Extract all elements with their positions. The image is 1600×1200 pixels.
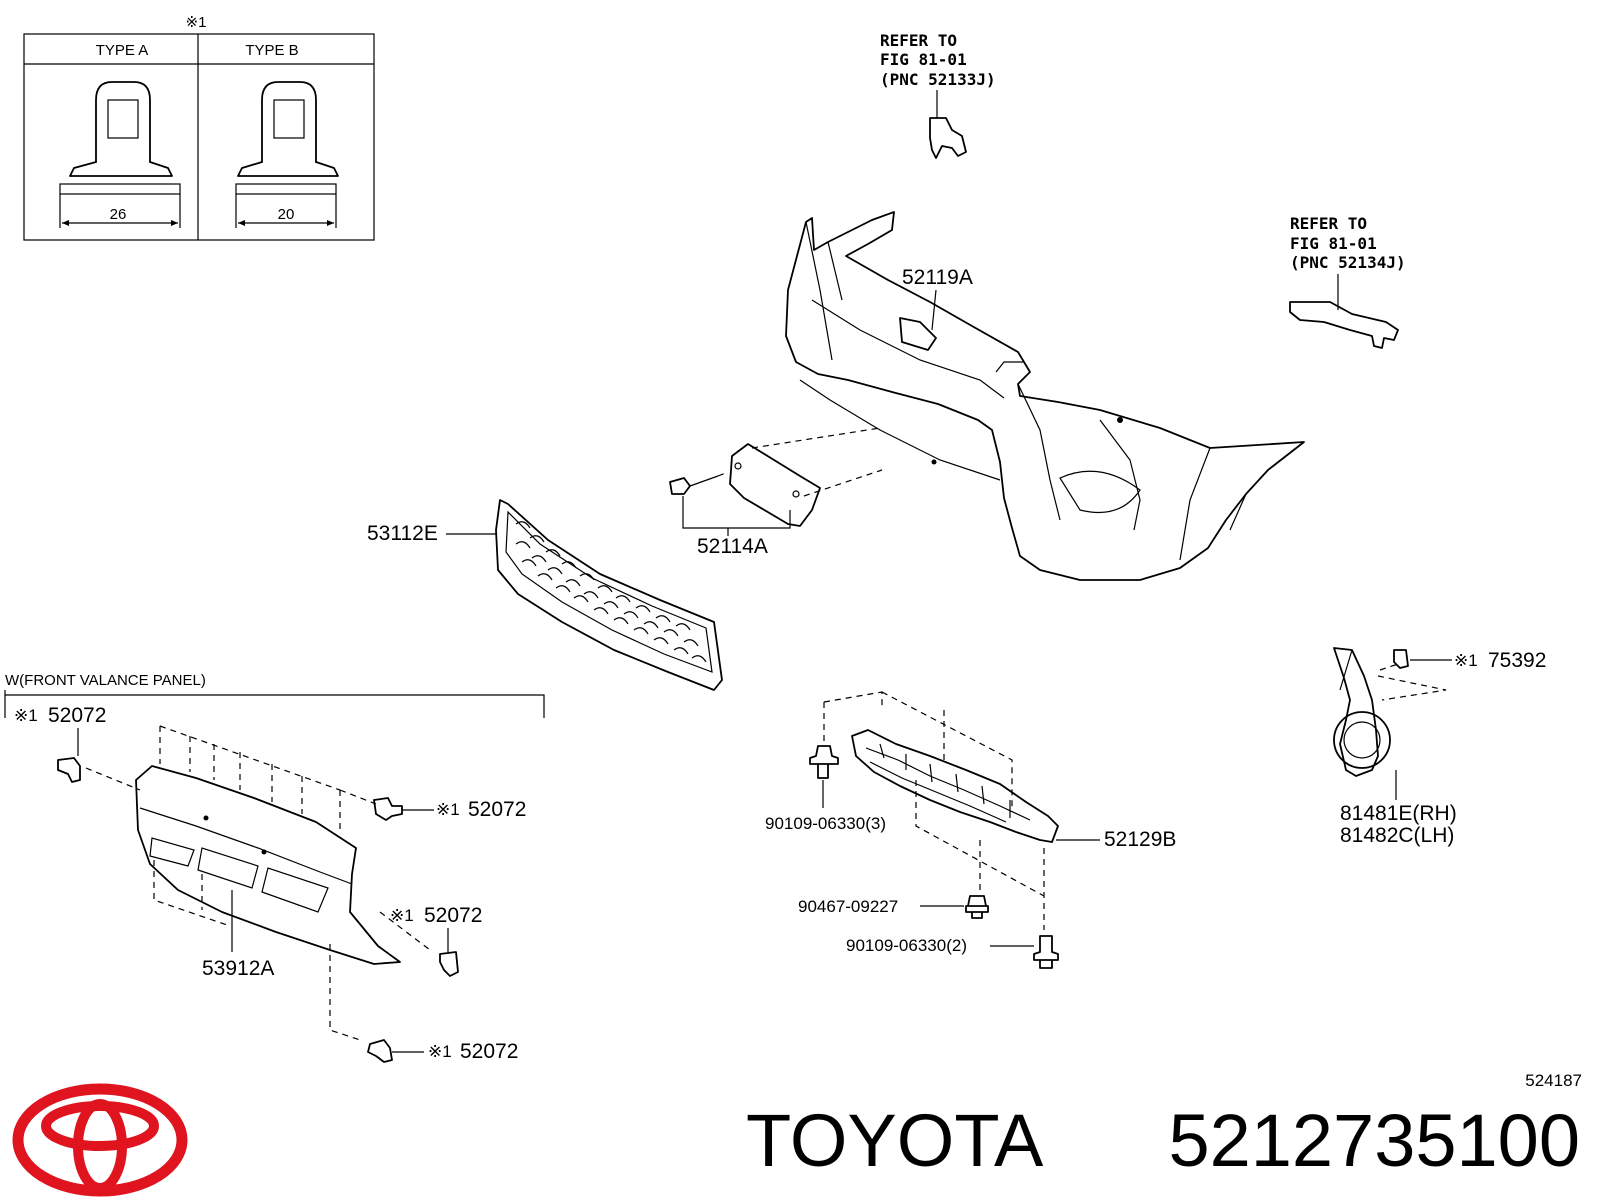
- type-b-label: TYPE B: [245, 42, 298, 59]
- label-clip-4: 52072: [460, 1040, 518, 1063]
- svg-text:※1: ※1: [428, 1042, 452, 1061]
- svg-text:REFER TO: REFER TO: [880, 31, 957, 50]
- label-clip-2: 52072: [468, 798, 526, 821]
- svg-text:(PNC 52134J): (PNC 52134J): [1290, 253, 1406, 272]
- absorber-icon: [851, 729, 1059, 843]
- label-nut: 90467-09227: [798, 897, 898, 916]
- fog-clip-marker: ※1: [1454, 651, 1478, 670]
- svg-text:FIG 81-01: FIG 81-01: [1290, 234, 1377, 253]
- label-clip-3: 52072: [424, 904, 482, 927]
- label-52119A: 52119A: [902, 266, 973, 289]
- clip-1-marker: ※1: [14, 706, 38, 725]
- type-b-clip-icon: [235, 81, 339, 228]
- label-52114A: 52114A: [697, 535, 768, 558]
- label-bolt-a: 90109-06330(3): [765, 814, 886, 833]
- label-53912A: 53912A: [202, 957, 274, 980]
- nut-icon: [965, 895, 989, 919]
- bracket-52134J-icon: [1289, 301, 1399, 349]
- label-clip-1: 52072: [48, 704, 106, 727]
- bolt-a-icon: [809, 745, 839, 779]
- type-a-label: TYPE A: [96, 42, 149, 59]
- clip-type-inset: ※1 TYPE A TYPE B 26 20: [23, 14, 375, 241]
- inset-frame: [23, 33, 375, 241]
- diagram-code: 524187: [1525, 1071, 1582, 1090]
- fog-cover-group: ※1 75392 81481E(RH) 81482C(LH): [1333, 647, 1546, 847]
- valance-dash-guides: [85, 725, 431, 1041]
- fog-clip-icon: [1393, 649, 1409, 669]
- brand-name: TOYOTA: [746, 1099, 1044, 1182]
- bolt-b-icon: [1033, 935, 1059, 969]
- grille-mesh: [515, 521, 707, 663]
- svg-text:※1: ※1: [436, 800, 460, 819]
- reference-52133J: REFER TO FIG 81-01 (PNC 52133J): [880, 31, 996, 159]
- reference-52134J: REFER TO FIG 81-01 (PNC 52134J): [1289, 214, 1406, 349]
- label-81482C: 81482C(LH): [1340, 824, 1454, 847]
- label-75392: 75392: [1488, 649, 1546, 672]
- type-b-dimension: 20: [278, 206, 295, 223]
- clip-2-icon: [373, 797, 403, 821]
- label-valance-group: W(FRONT VALANCE PANEL): [5, 672, 206, 689]
- bracket-52133J-icon: [929, 117, 967, 159]
- clip-3-icon: [439, 951, 459, 977]
- svg-text:REFER TO: REFER TO: [1290, 214, 1367, 233]
- valance-panel-icon: [135, 765, 401, 965]
- license-screw-icon: [669, 471, 729, 495]
- label-bolt-b: 90109-06330(2): [846, 936, 967, 955]
- part-number: 5212735100: [1168, 1099, 1580, 1182]
- valance-group: W(FRONT VALANCE PANEL) 53912A ※1 520: [4, 672, 545, 1063]
- type-a-dimension: 26: [110, 206, 127, 223]
- fog-cover-icon: [1333, 647, 1391, 777]
- license-bracket-icon: [729, 427, 883, 527]
- inset-marker: ※1: [186, 14, 207, 31]
- svg-text:(PNC 52133J): (PNC 52133J): [880, 70, 996, 89]
- label-52129B: 52129B: [1104, 828, 1176, 851]
- svg-text:FIG 81-01: FIG 81-01: [880, 50, 967, 69]
- grille-icon: [495, 499, 723, 691]
- clip-1-icon: [57, 757, 81, 783]
- type-a-clip-icon: [59, 81, 181, 228]
- clip-4-icon: [367, 1039, 393, 1063]
- absorber-group: 52129B 90109-06330(3) 90467-09227 90109-…: [765, 691, 1176, 969]
- label-81481E: 81481E(RH): [1340, 802, 1457, 825]
- bumper-cover-icon: [785, 211, 1305, 581]
- label-53112E: 53112E: [367, 522, 438, 545]
- svg-text:※1: ※1: [390, 906, 414, 925]
- toyota-logo: [12, 1083, 188, 1197]
